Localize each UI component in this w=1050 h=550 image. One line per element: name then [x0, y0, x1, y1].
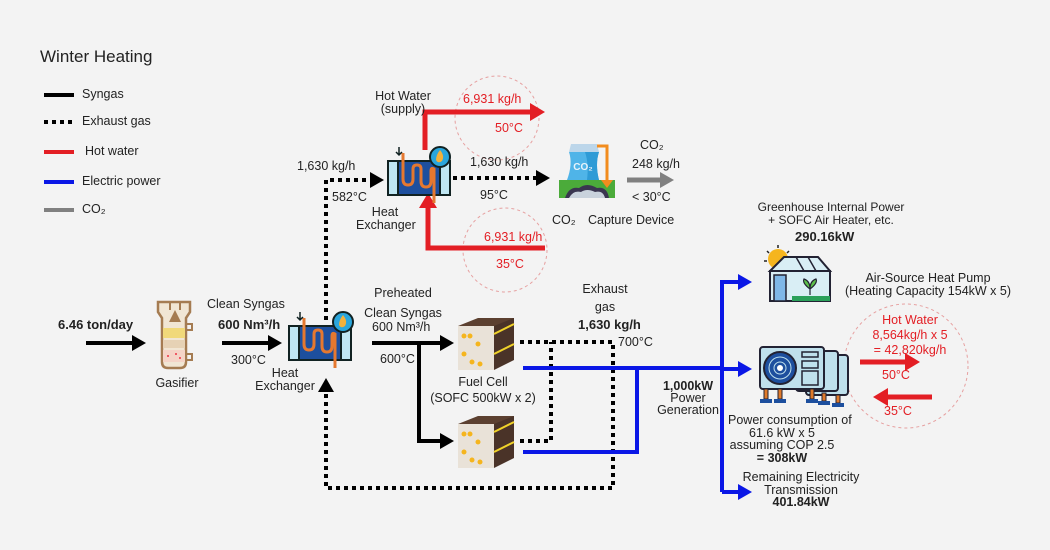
label-line: (supply): [380, 102, 426, 116]
co2-capture-prefix: CO₂: [552, 213, 576, 227]
label-line: Preheated: [374, 286, 432, 300]
label-line: (SOFC 500kW x 2): [430, 391, 536, 405]
fuel-cell-icon-top: [458, 318, 515, 370]
label-line: Exchanger: [356, 218, 416, 232]
power-generation: 1,000kW Power Generation: [650, 379, 726, 417]
preheated-flow: 600 Nm³/h: [372, 320, 431, 334]
exhaust-label: Exhaust gas: [580, 280, 630, 316]
legend-label: Syngas: [82, 87, 124, 101]
heat-exchanger-lower-label: Heat Exchanger: [255, 367, 315, 393]
heat-exchanger-icon-upper: [387, 146, 451, 203]
heat-exchanger-upper-label: Heat Exchanger: [356, 205, 416, 232]
label-line: Exhaust: [582, 282, 628, 296]
legend-label: Electric power: [82, 174, 161, 188]
label-line: Fuel Cell: [458, 375, 508, 389]
hot-water-supply-temp: 50°C: [495, 121, 523, 135]
greenhouse-icon: [764, 245, 833, 302]
fuel-cell-label: Fuel Cell (SOFC 500kW x 2): [428, 374, 538, 406]
clean-syngas-temp: 300°C: [231, 353, 266, 367]
hx-upper-inlet-flow: 1,630 kg/h: [297, 159, 356, 173]
heat-exchanger-icon: [288, 311, 354, 368]
label-line: Hot Water: [375, 89, 431, 103]
legend-swatch-co2: [44, 208, 74, 212]
hot-water-supply-label: Hot Water (supply): [368, 90, 438, 116]
greenhouse-label: Greenhouse Internal Power + SOFC Air Hea…: [746, 201, 916, 227]
exhaust-temp: 700°C: [618, 335, 653, 349]
label-line: Power consumption of: [728, 413, 852, 427]
label-line: Greenhouse Internal Power: [757, 200, 905, 214]
label-line: Exchanger: [255, 379, 315, 393]
feed-rate: 6.46 ton/day: [58, 317, 134, 332]
heat-pump-hot-water: Hot Water 8,564kg/h x 5 = 42,820kg/h: [862, 313, 958, 358]
legend-label: CO₂: [82, 202, 106, 216]
greenhouse-power: 290.16kW: [795, 229, 855, 244]
label-line: Generation: [657, 403, 719, 417]
legend-label: Exhaust gas: [82, 114, 151, 128]
hot-water-return-temp: 35°C: [496, 257, 524, 271]
label-line: assuming COP 2.5: [729, 438, 835, 452]
hx-upper-outlet-temp: 95°C: [480, 188, 508, 202]
heat-pump-return-temp: 35°C: [884, 404, 912, 418]
label-line: Power: [670, 391, 706, 405]
legend-label: Hot water: [85, 144, 139, 158]
co2-out-flow: 248 kg/h: [632, 157, 680, 171]
co2-line: [627, 172, 674, 188]
label-line: Heat: [271, 366, 299, 380]
remaining-value: 401.84kW: [772, 495, 830, 509]
label-line: 8,564kg/h x 5: [872, 328, 948, 342]
label-line: Hot Water: [882, 313, 938, 327]
exhaust-lines: [324, 176, 615, 490]
label-line: Remaining Electricity: [742, 470, 860, 484]
legend-swatch-electric: [44, 180, 74, 184]
hot-water-supply-flow: 6,931 kg/h: [463, 92, 522, 106]
hot-water-return-circle: [462, 207, 548, 293]
label-line: = 42,820kg/h: [873, 343, 947, 357]
page-title: Winter Heating: [40, 47, 153, 66]
co2-out-label: CO₂: [640, 138, 664, 152]
hot-water-return-flow: 6,931 kg/h: [484, 230, 543, 244]
legend-swatch-hot-water: [44, 150, 74, 154]
label-line: gas: [594, 300, 616, 314]
remaining-transmission: Remaining Electricity Transmission 401.8…: [738, 471, 864, 509]
hot-water-supply-circle: [454, 75, 540, 161]
label-line: Heat: [371, 205, 399, 219]
label-line: 61.6 kW x 5: [749, 425, 815, 440]
hot-water-lines: [419, 103, 932, 406]
consumption-total: = 308kW: [756, 450, 808, 465]
preheated-label: Preheated Clean Syngas: [363, 283, 443, 323]
preheated-temp: 600°C: [380, 352, 415, 366]
exhaust-flow: 1,630 kg/h: [578, 317, 641, 332]
gasifier-label: Gasifier: [155, 376, 199, 390]
label-line: Air-Source Heat Pump: [865, 271, 991, 285]
clean-syngas-label: Clean Syngas: [207, 297, 285, 311]
co2-capture-icon: CO₂: [559, 144, 615, 198]
legend-swatch-exhaust: [44, 120, 74, 124]
heat-pump-supply-temp: 50°C: [882, 368, 910, 382]
label-line: Transmission: [764, 482, 838, 497]
co2-icon-text: CO₂: [573, 162, 592, 173]
co2-out-temp: < 30°C: [632, 190, 671, 204]
label-line: (Heating Capacity 154kW x 5): [844, 284, 1012, 298]
gasifier-icon: [156, 300, 193, 370]
label-line: + SOFC Air Heater, etc.: [768, 213, 894, 227]
co2-capture-label: Capture Device: [588, 213, 675, 227]
clean-syngas-flow: 600 Nm³/h: [218, 317, 281, 332]
power-generation-value: 1,000kW: [662, 379, 714, 393]
legend-swatch-syngas: [44, 93, 74, 97]
label-line: Clean Syngas: [364, 306, 442, 320]
heat-pump-consumption: Power consumption of 61.6 kW x 5 assumin…: [728, 413, 852, 465]
syngas-lines: [86, 335, 454, 449]
hx-upper-inlet-temp: 582°C: [332, 190, 367, 204]
heat-pump-label: Air-Source Heat Pump (Heating Capacity 1…: [838, 272, 1018, 298]
electric-lines: [523, 280, 740, 494]
hx-upper-outlet-flow: 1,630 kg/h: [470, 155, 529, 169]
fuel-cell-icon-bottom: [458, 416, 515, 468]
heat-pump-icon: [759, 346, 849, 407]
